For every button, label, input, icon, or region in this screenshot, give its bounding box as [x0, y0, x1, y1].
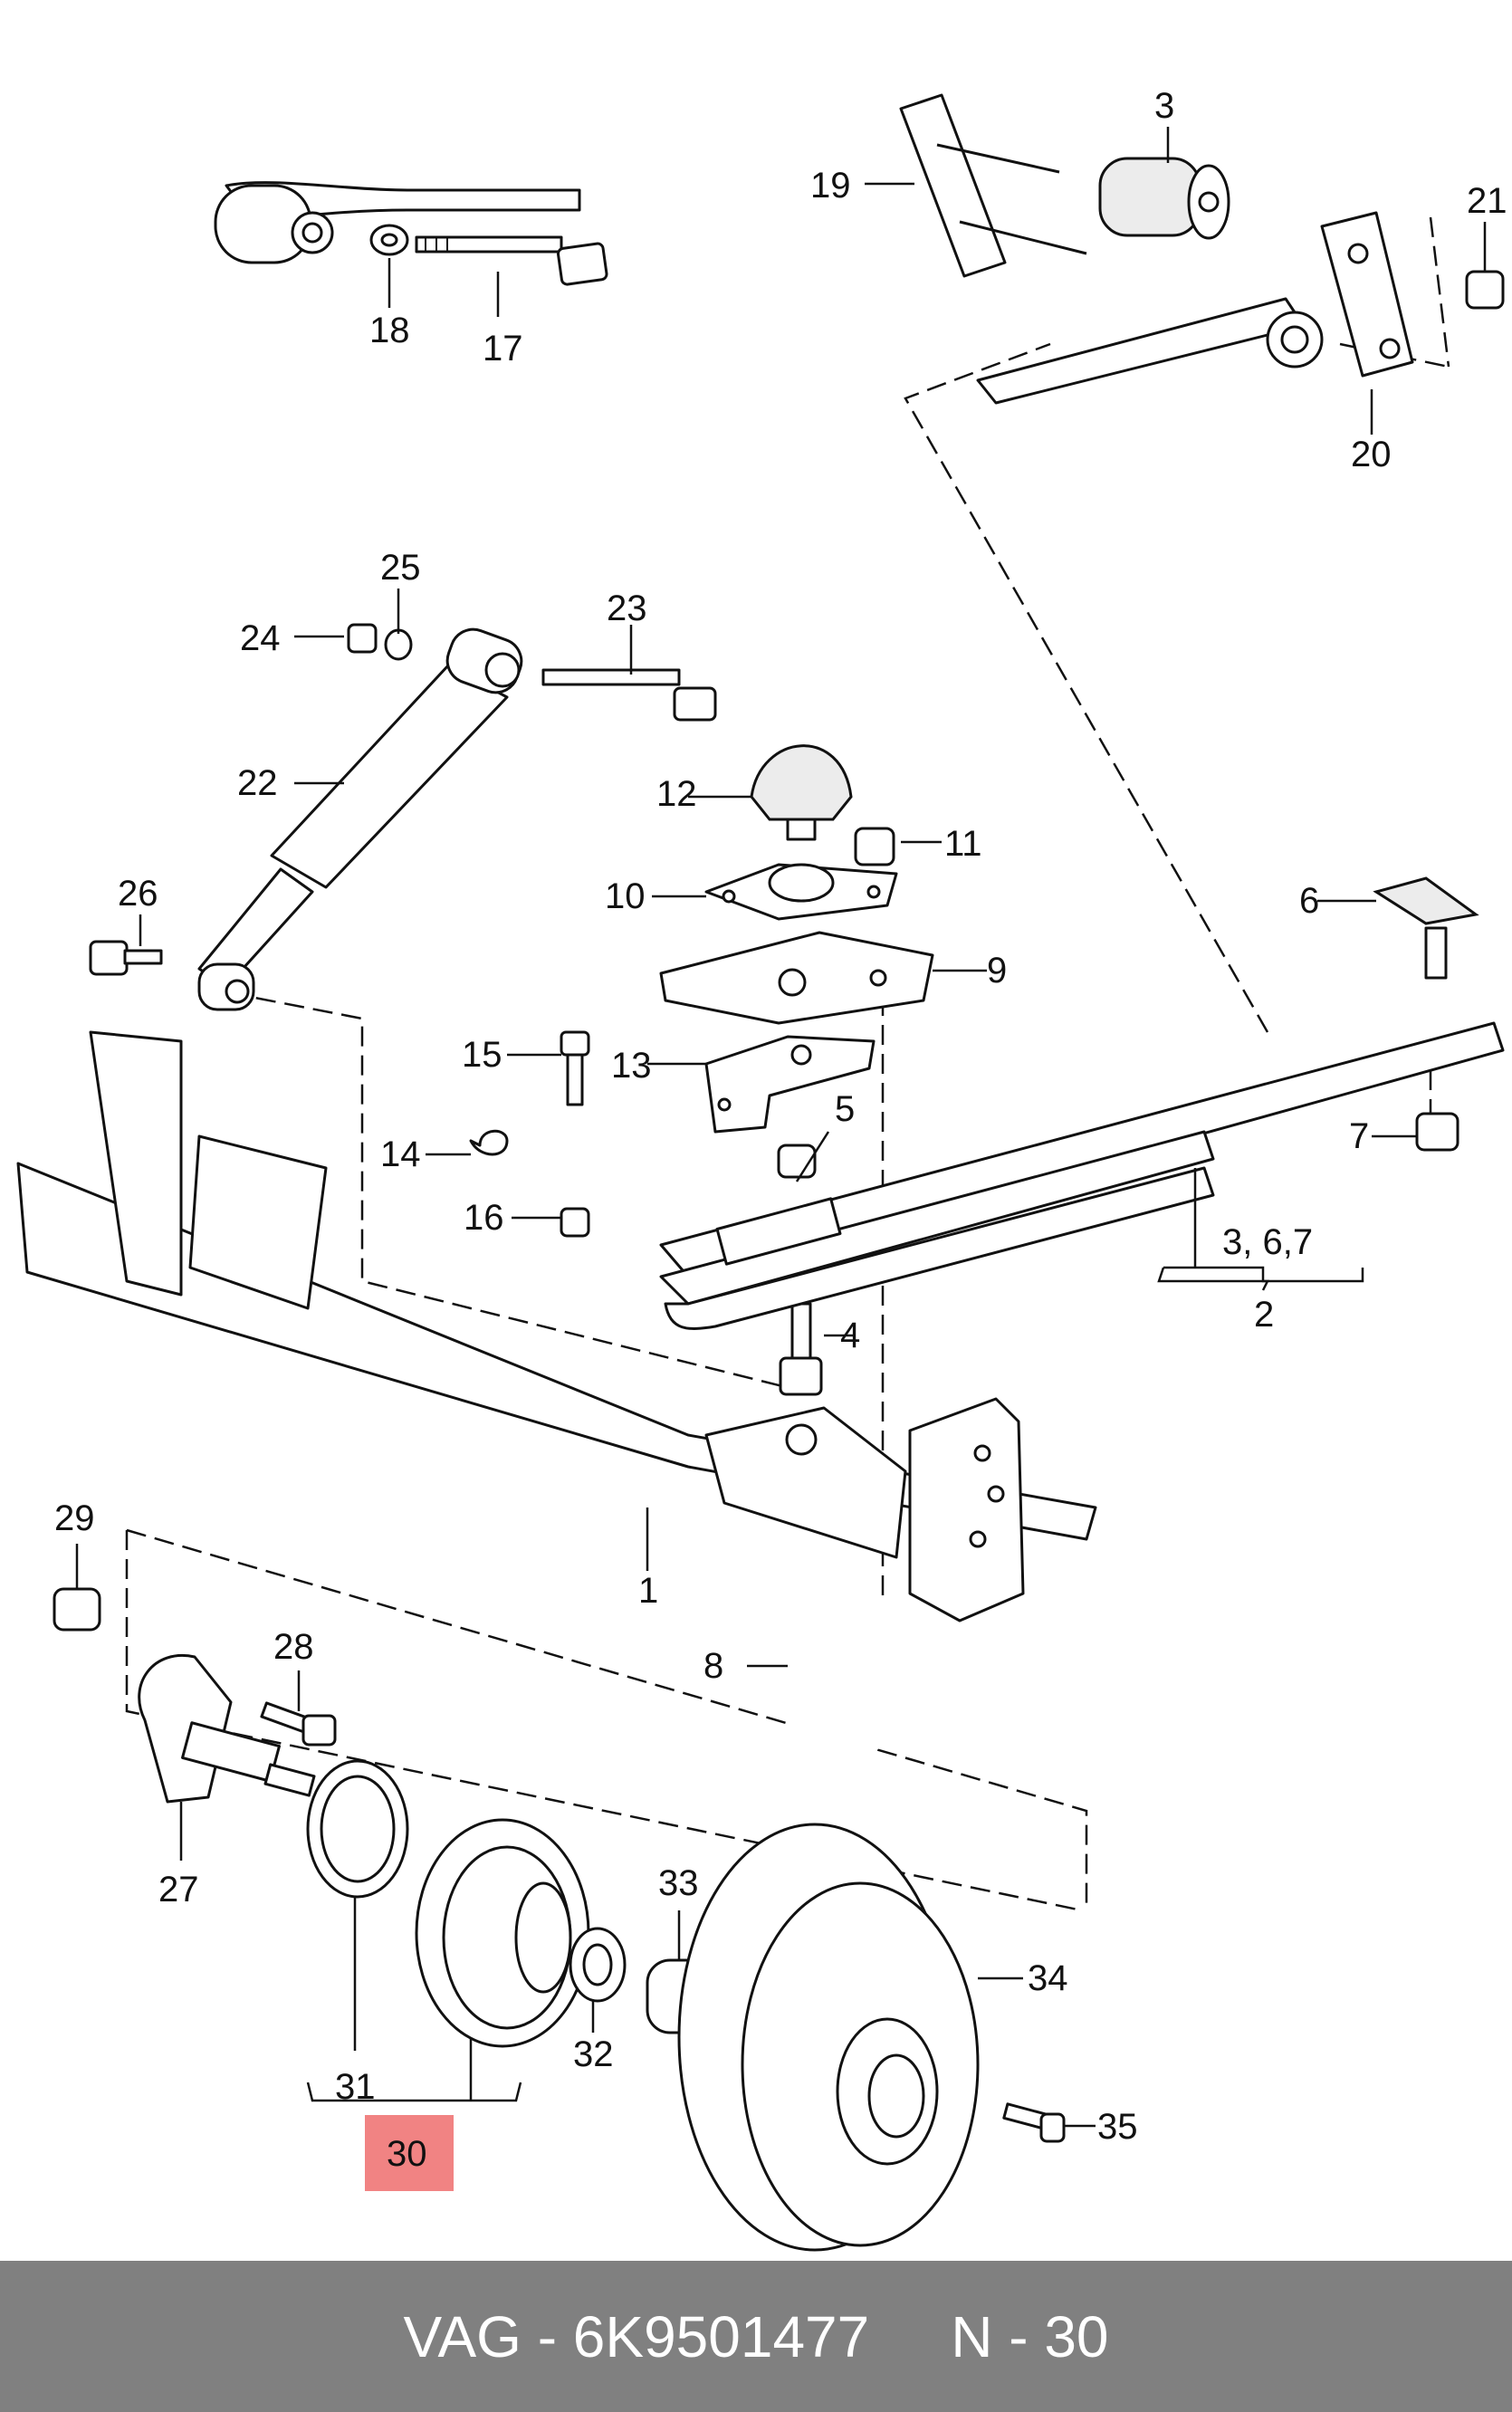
leaf-spring-upper: [214, 181, 1324, 405]
bolt-17: [415, 235, 608, 286]
callout-26: 26: [118, 874, 158, 914]
nut-21: [1465, 270, 1505, 310]
plate-10: [704, 863, 898, 921]
diagram-position: N - 30: [951, 2303, 1109, 2369]
callout-32: 32: [573, 2034, 614, 2074]
clip-14: [469, 1129, 509, 1156]
callout-6: 6: [1299, 881, 1319, 921]
washer-18: [369, 224, 409, 256]
callout-33: 33: [658, 1863, 699, 1903]
bracket-19: [899, 93, 1087, 278]
bolt-23: [541, 668, 717, 722]
plate-20: [1320, 211, 1414, 378]
nut-24: [347, 623, 378, 654]
assembly-dash-lines: [125, 216, 1450, 1912]
clamp-6: [1373, 876, 1479, 980]
callout-22: 22: [237, 763, 278, 803]
callout-16: 16: [464, 1198, 504, 1238]
callout-24: 24: [240, 618, 281, 658]
callout-4: 4: [840, 1316, 860, 1355]
bearing-32: [569, 1927, 627, 2003]
callout-23: 23: [607, 589, 647, 628]
cap-29: [53, 1587, 101, 1632]
callout-8: 8: [703, 1646, 723, 1686]
callout-28: 28: [273, 1627, 314, 1667]
callout-31: 31: [335, 2067, 376, 2107]
callout-30: 30: [387, 2134, 427, 2174]
u-bolt-8: [783, 1594, 901, 1761]
callout-27: 27: [158, 1870, 199, 1910]
callout-17: 17: [483, 329, 523, 368]
callout-18: 18: [369, 311, 410, 350]
callout-10: 10: [605, 876, 646, 916]
callout-9: 9: [987, 951, 1007, 991]
callout-367: 3, 6,7: [1222, 1222, 1313, 1262]
wheel-hub-30: [415, 1818, 590, 2048]
bolt-28: [260, 1701, 337, 1747]
bracket-13: [704, 1035, 876, 1134]
bump-stop-12: [750, 744, 853, 841]
axle-beam-1: [16, 1030, 1097, 1622]
nut-11: [854, 827, 895, 866]
callout-2: 2: [1254, 1295, 1274, 1335]
bolt-15: [560, 1030, 590, 1106]
callout-21: 21: [1467, 181, 1507, 221]
callout-14: 14: [380, 1134, 421, 1174]
callout-12: 12: [656, 774, 697, 814]
callout-35: 35: [1097, 2107, 1138, 2147]
callout-7: 7: [1349, 1116, 1369, 1156]
bolt-35: [1002, 2102, 1066, 2143]
callout-34: 34: [1028, 1958, 1068, 1998]
callout-11: 11: [944, 824, 982, 864]
callout-15: 15: [462, 1035, 502, 1075]
brand-part-number: VAG - 6K9501477: [403, 2303, 870, 2369]
leaf-spring-2: [659, 1021, 1505, 1330]
highlight-box: [365, 2115, 454, 2191]
bush-3: [1098, 157, 1230, 240]
nut-7: [1415, 1112, 1459, 1152]
sensor-ring-31: [306, 1759, 409, 1899]
bolt-16: [560, 1207, 590, 1238]
bolt-26: [89, 940, 163, 976]
stub-axle-27: [138, 1654, 316, 1804]
plate-9: [659, 931, 934, 1025]
callout-3: 3: [1154, 86, 1174, 126]
callout-13: 13: [611, 1046, 652, 1086]
washer-25: [384, 628, 413, 661]
callout-20: 20: [1351, 435, 1392, 474]
callout-19: 19: [810, 166, 851, 206]
exploded-parts-diagram: 3 19 21 20 18 17 25 24 23 22 12 11 10 9 …: [16, 86, 1507, 2252]
leader-lines: [75, 127, 1487, 2128]
callout-25: 25: [380, 548, 421, 588]
callout-29: 29: [54, 1498, 95, 1538]
brake-drum-34: [677, 1823, 980, 2252]
part-number-footer: VAG - 6K9501477 N - 30: [0, 2261, 1512, 2412]
shock-absorber-22: [197, 627, 523, 1011]
callout-1: 1: [638, 1571, 658, 1611]
callout-labels: 3 19 21 20 18 17 25 24 23 22 12 11 10 9 …: [54, 86, 1507, 2174]
bolt-4: [779, 1302, 823, 1396]
callout-5: 5: [835, 1089, 855, 1129]
